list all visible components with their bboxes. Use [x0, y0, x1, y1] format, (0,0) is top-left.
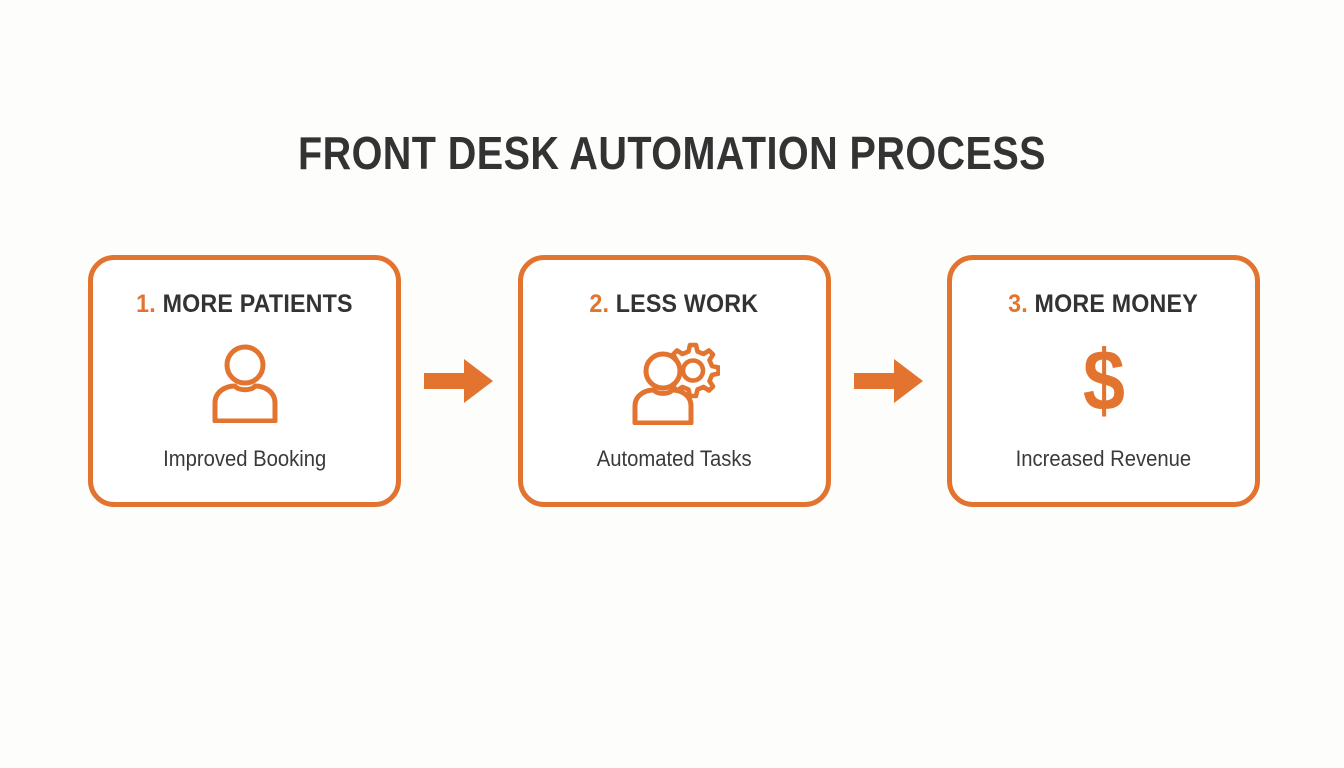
person-gear-icon [632, 342, 720, 425]
step-number-3: 3. [1008, 290, 1029, 318]
step-number-1: 1. [136, 290, 156, 318]
step-caption-1: Improved Booking [162, 446, 327, 471]
page-title: FRONT DESK AUTOMATION PROCESS [297, 127, 1047, 179]
step-card-1[interactable]: 1. MORE PATIENTS Improved Booking [88, 255, 401, 507]
step-title-3: MORE MONEY [1035, 290, 1199, 318]
step-icon-wrap-2 [523, 319, 826, 446]
step-caption-3: Increased Revenue [1015, 446, 1192, 471]
step-card-2[interactable]: 2. LESS WORK Automated Tasks [517, 255, 831, 507]
dollar-sign-icon: $ [1082, 332, 1125, 429]
step-icon-wrap-1 [93, 319, 396, 446]
step-heading-2: 2. LESS WORK [590, 290, 759, 319]
step-caption-2: Automated Tasks [596, 446, 752, 471]
arrow-right-icon [853, 359, 923, 403]
process-flow: 1. MORE PATIENTS Improved Booking 2. LES… [88, 255, 1260, 507]
step-card-3[interactable]: 3. MORE MONEY $ Increased Revenue [947, 255, 1260, 507]
step-heading-1: 1. MORE PATIENTS [136, 290, 353, 319]
step-icon-wrap-3: $ [952, 319, 1255, 446]
step-heading-3: 3. MORE MONEY [1009, 290, 1199, 319]
step-title-1: MORE PATIENTS [162, 290, 353, 318]
person-icon [212, 344, 277, 423]
arrow-right-icon [424, 359, 494, 403]
connector-arrow-1 [423, 355, 495, 407]
step-title-2: LESS WORK [615, 290, 759, 318]
step-number-2: 2. [589, 290, 610, 318]
connector-arrow-2 [853, 355, 925, 407]
